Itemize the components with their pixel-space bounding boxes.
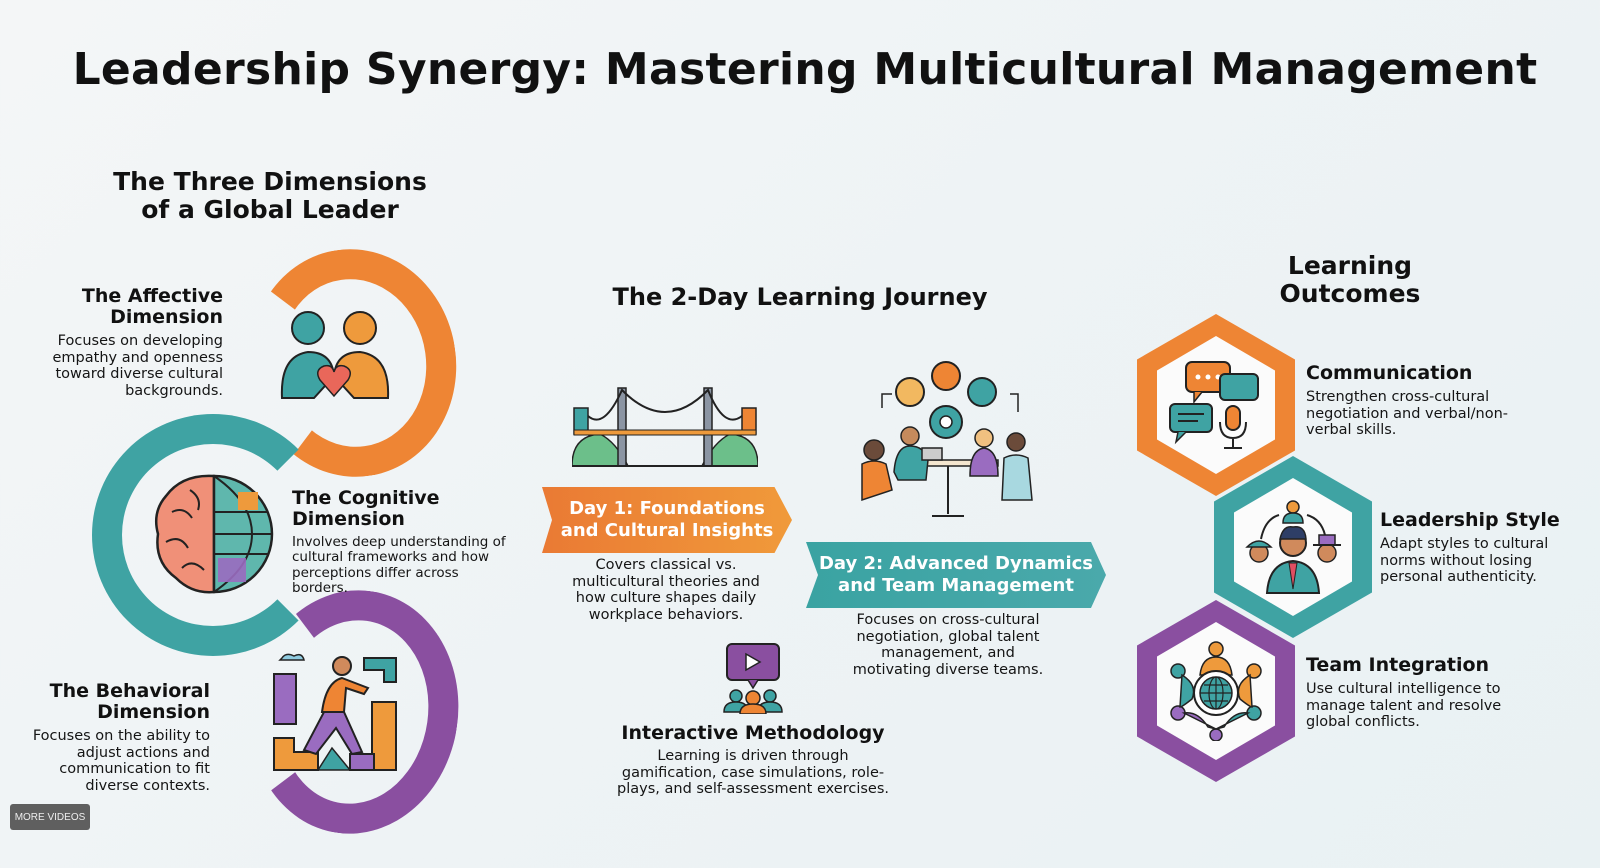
team-integration-hexagon [1137,600,1295,782]
affective-dimension: The Affective Dimension Focuses on devel… [40,285,224,400]
day2-description: Focuses on cross-cultural negotiation, g… [852,612,1044,679]
day1-description: Covers classical vs. multicultural theor… [572,557,760,624]
team-integration-title: Team Integration [1306,654,1490,676]
behavioral-title: The Behavioral Dimension [49,680,210,724]
team-integration-description: Use cultural intelligence to manage tale… [1306,681,1502,731]
dimensions-heading-line1: The Three Dimensions [113,167,427,196]
communication-title: Communication [1306,362,1473,384]
leader-adapting-icon [1234,478,1352,616]
outcome-communication: Communication Strengthen cross-cultural … [1306,362,1536,439]
two-people-heart-icon [270,306,400,406]
dimensions-heading: The Three Dimensions of a Global Leader [110,168,430,224]
climbing-person-icon [272,652,400,774]
outcome-team-integration: Team Integration Use cultural intelligen… [1306,654,1526,731]
chat-bubbles-mic-icon [1157,336,1275,474]
methodology-description: Learning is driven through gamification,… [617,748,889,798]
methodology-title: Interactive Methodology [621,722,885,744]
team-meeting-icon [852,360,1038,520]
team-globe-icon [1157,622,1275,760]
behavioral-dimension: The Behavioral Dimension Focuses on the … [30,680,210,795]
methodology-section: Interactive Methodology Learning is driv… [600,722,906,798]
cognitive-title: The Cognitive Dimension [292,487,440,531]
bridge-icon [571,386,759,470]
communication-hexagon [1137,314,1295,496]
behavioral-description: Focuses on the ability to adjust actions… [32,727,210,794]
leadership-style-description: Adapt styles to cultural norms without l… [1380,536,1549,586]
cognitive-dimension: The Cognitive Dimension Involves deep un… [292,487,512,597]
dimensions-heading-line2: of a Global Leader [141,195,399,224]
leadership-hexagon [1214,456,1372,638]
communication-description: Strengthen cross-cultural negotiation an… [1306,389,1509,439]
more-videos-button[interactable]: MORE VIDEOS [10,804,90,830]
page-title: Leadership Synergy: Mastering Multicultu… [72,44,1538,95]
outcome-leadership-style: Leadership Style Adapt styles to cultura… [1380,509,1580,586]
brain-globe-icon [152,472,276,596]
affective-description: Focuses on developing empathy and openne… [52,332,224,399]
cognitive-description: Involves deep understanding of cultural … [292,533,506,597]
affective-title: The Affective Dimension [81,285,223,329]
leadership-style-title: Leadership Style [1380,509,1560,531]
journey-heading: The 2-Day Learning Journey [612,283,988,311]
video-audience-icon [722,642,788,715]
outcomes-heading: Learning Outcomes [1279,251,1421,308]
